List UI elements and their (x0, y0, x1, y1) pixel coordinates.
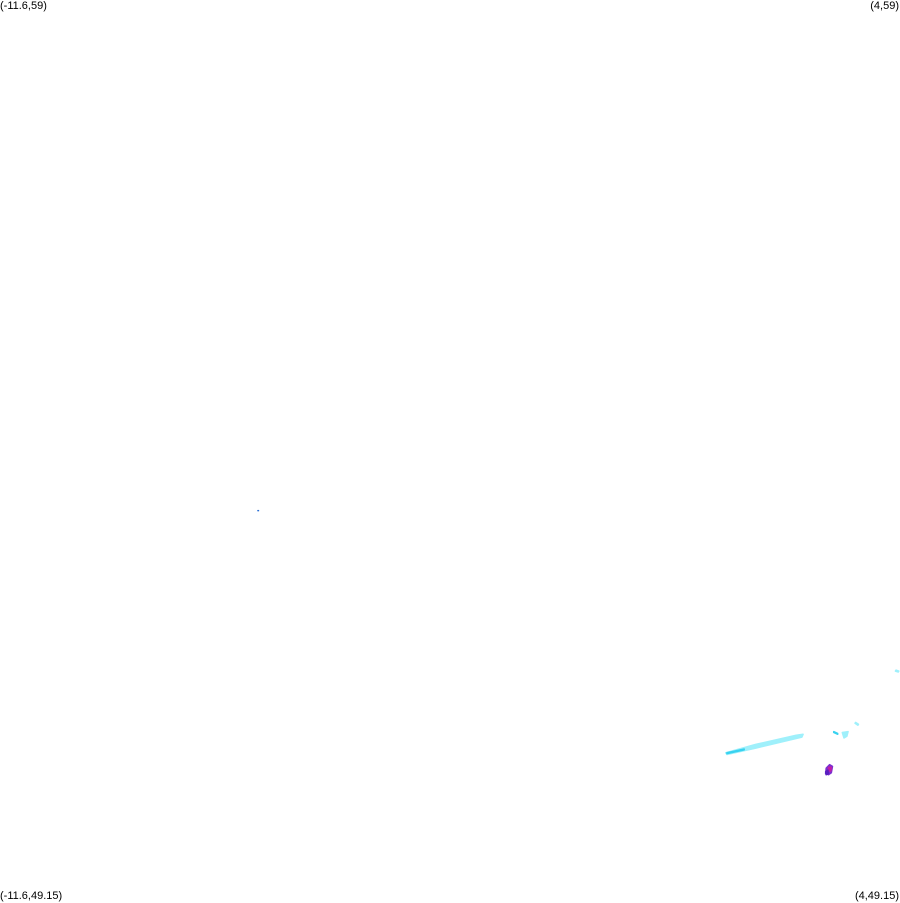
cyan-spot-feature-c (854, 721, 860, 726)
corner-coordinate-top-left: (-11.6,59) (0, 0, 47, 12)
cyan-streak-core-feature (726, 748, 745, 755)
corner-coordinate-top-right: (4,59) (870, 0, 899, 12)
cyan-spot-feature-a (841, 730, 849, 739)
corner-coordinate-bottom-right: (4,49.15) (854, 890, 899, 902)
cyan-spot-feature-d (894, 669, 900, 673)
cyan-spot-feature-b (832, 730, 839, 736)
map-features-layer (257, 509, 900, 776)
magenta-cluster-feature (827, 766, 833, 772)
violet-cluster-feature (824, 769, 830, 776)
corner-coordinate-bottom-left: (-11.6,49.15) (0, 890, 63, 902)
